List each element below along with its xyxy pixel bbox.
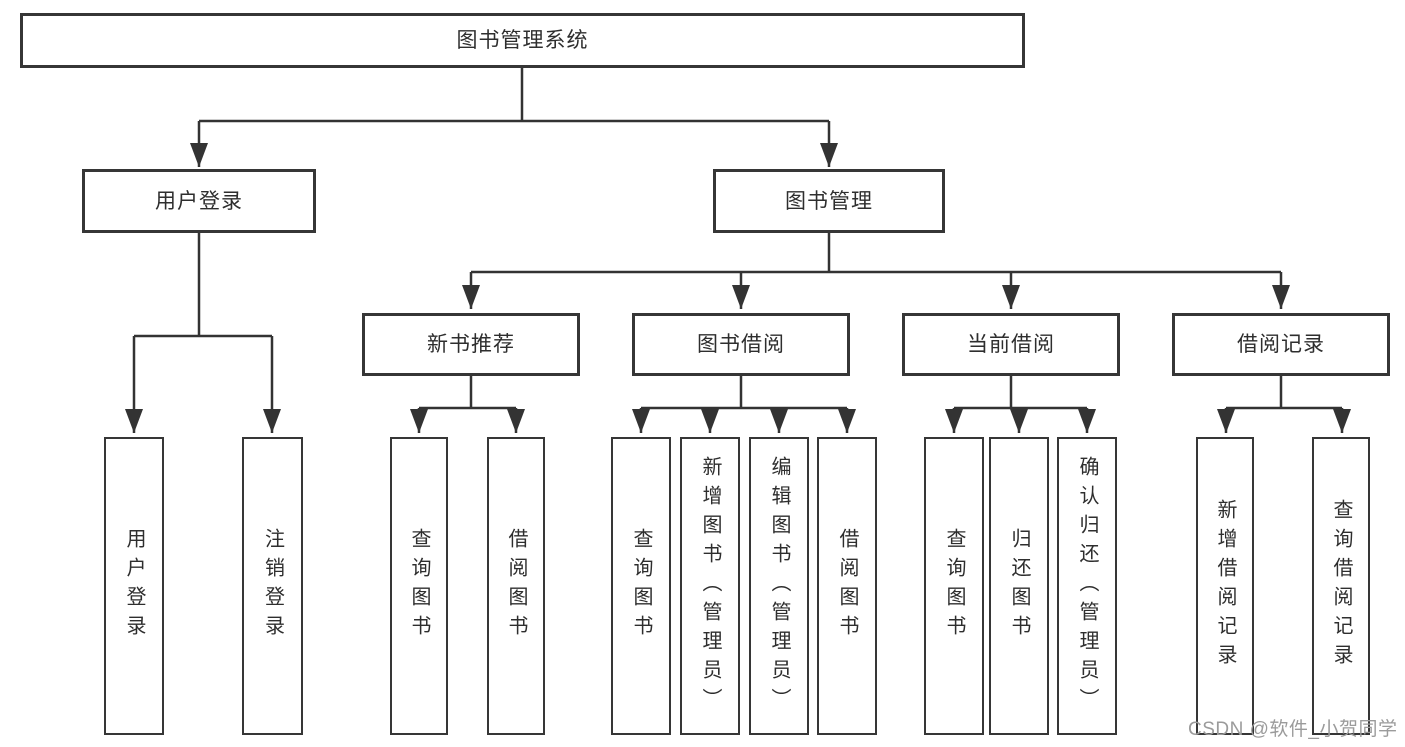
connector-current-borrow-children [945,376,1096,433]
node-leaf-bb-query-book: 查询图书 [611,437,671,735]
node-leaf-bb-add-book-admin: 新增图书（管理员） [680,437,740,735]
node-new-book-recommend: 新书推荐 [362,313,580,376]
node-book-management: 图书管理 [713,169,945,233]
node-book-borrow: 图书借阅 [632,313,850,376]
connector-new-book-rec-children [410,376,525,433]
node-leaf-cb-return-book: 归还图书 [989,437,1049,735]
node-leaf-rec-query-book: 查询图书 [390,437,448,735]
node-leaf-user-login: 用户登录 [104,437,164,735]
node-leaf-rec-borrow-book: 借阅图书 [487,437,545,735]
node-leaf-cb-query-book: 查询图书 [924,437,984,735]
node-leaf-br-add-record: 新增借阅记录 [1196,437,1254,735]
node-leaf-bb-borrow-book: 借阅图书 [817,437,877,735]
node-leaf-bb-edit-book-admin: 编辑图书（管理员） [749,437,809,735]
connector-root-to-level2 [190,68,838,167]
node-borrow-record: 借阅记录 [1172,313,1390,376]
node-leaf-cb-confirm-return-admin: 确认归还（管理员） [1057,437,1117,735]
node-leaf-br-query-record: 查询借阅记录 [1312,437,1370,735]
node-root-system: 图书管理系统 [20,13,1025,68]
node-current-borrow: 当前借阅 [902,313,1120,376]
connector-book-mgmt-children [462,233,1290,309]
connector-borrow-record-children [1217,376,1351,433]
connector-user-login-children [125,233,281,433]
node-user-login: 用户登录 [82,169,316,233]
connector-book-borrow-children [632,376,856,433]
csdn-watermark: CSDN @软件_小贺同学 [1188,719,1398,740]
node-leaf-logout: 注销登录 [242,437,303,735]
